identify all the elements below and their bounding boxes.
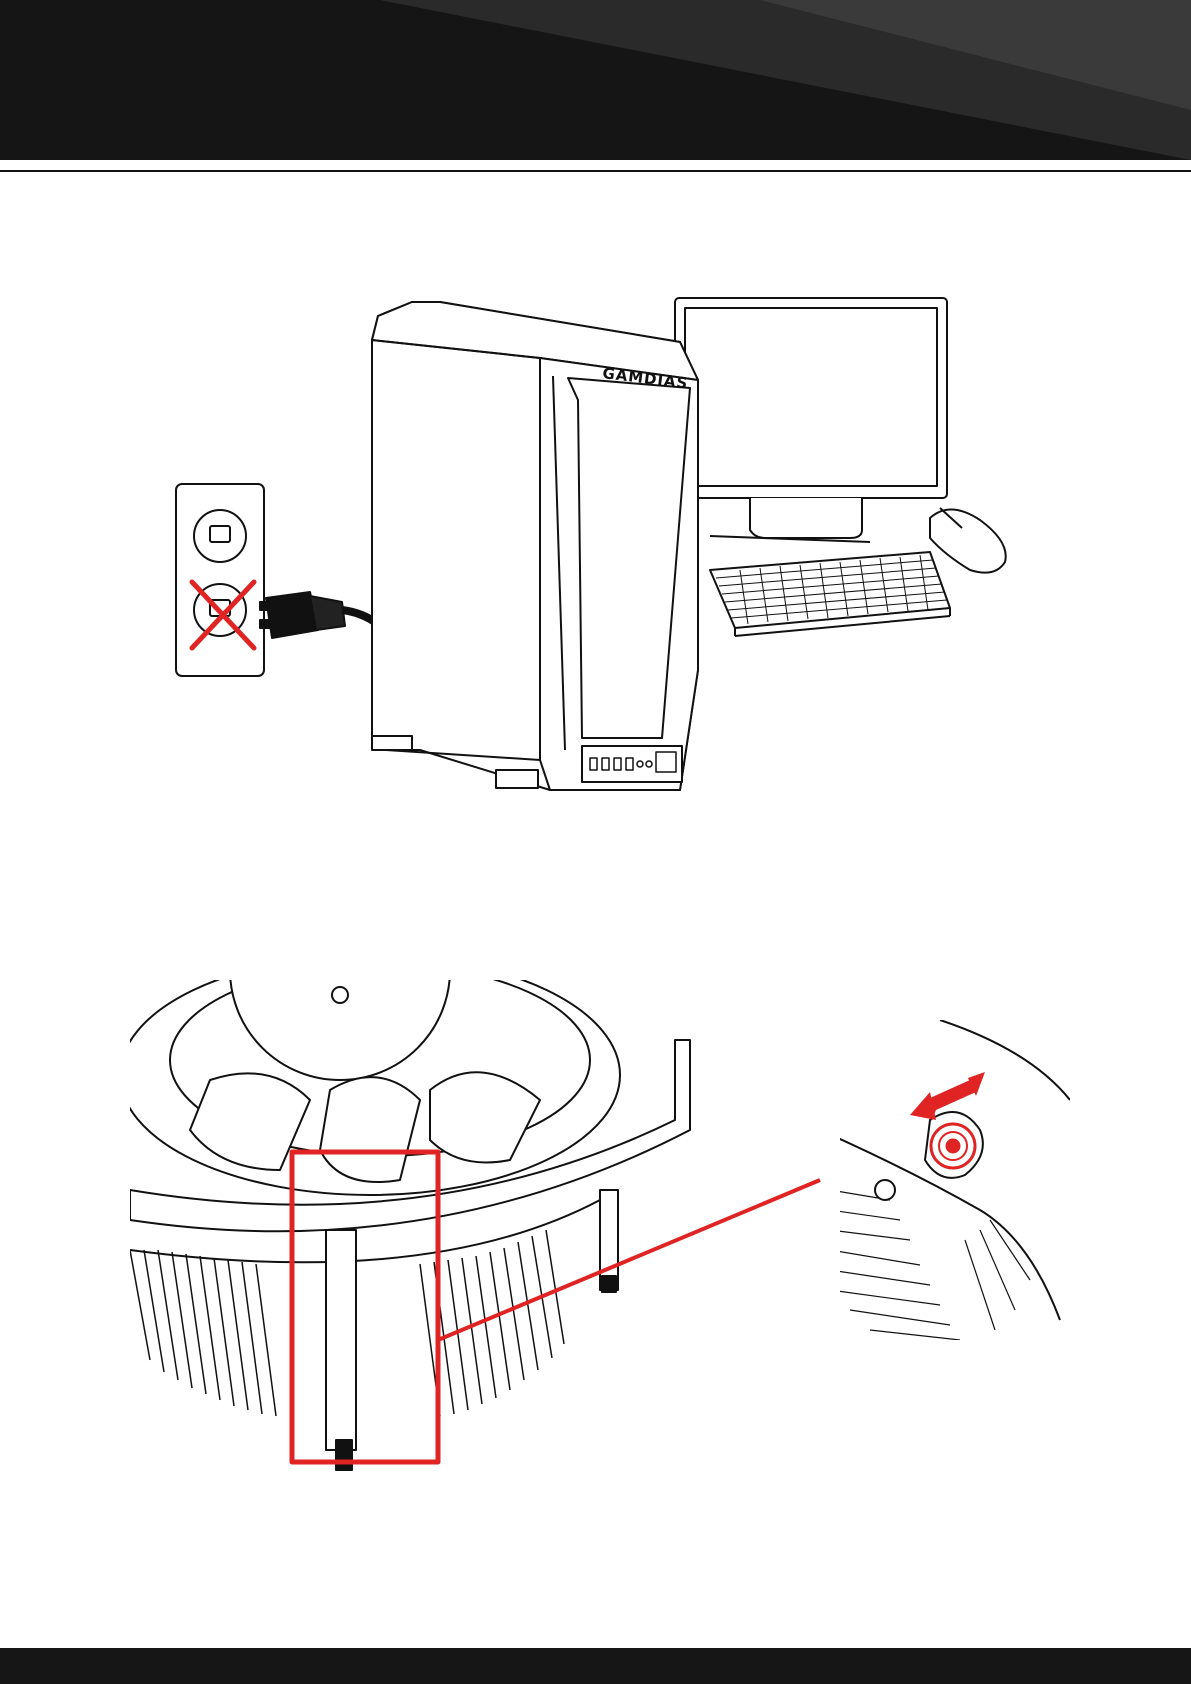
monitor bbox=[675, 298, 947, 542]
figure-cooler-push-pins bbox=[130, 980, 1080, 1580]
push-pin-detail bbox=[820, 1020, 1070, 1340]
push-pin-top bbox=[931, 1124, 975, 1168]
mouse bbox=[930, 508, 1006, 573]
header-rule bbox=[0, 170, 1191, 172]
pc-case: GAMDIAS bbox=[372, 302, 698, 790]
cpu-cooler bbox=[130, 980, 690, 1470]
header-decoration bbox=[0, 0, 1191, 160]
footer-bar bbox=[0, 1648, 1191, 1684]
keyboard bbox=[710, 552, 950, 636]
push-pin bbox=[326, 1230, 356, 1470]
figure-disconnect-power: GAMDIAS bbox=[150, 280, 1020, 840]
header-banner bbox=[0, 0, 1191, 160]
